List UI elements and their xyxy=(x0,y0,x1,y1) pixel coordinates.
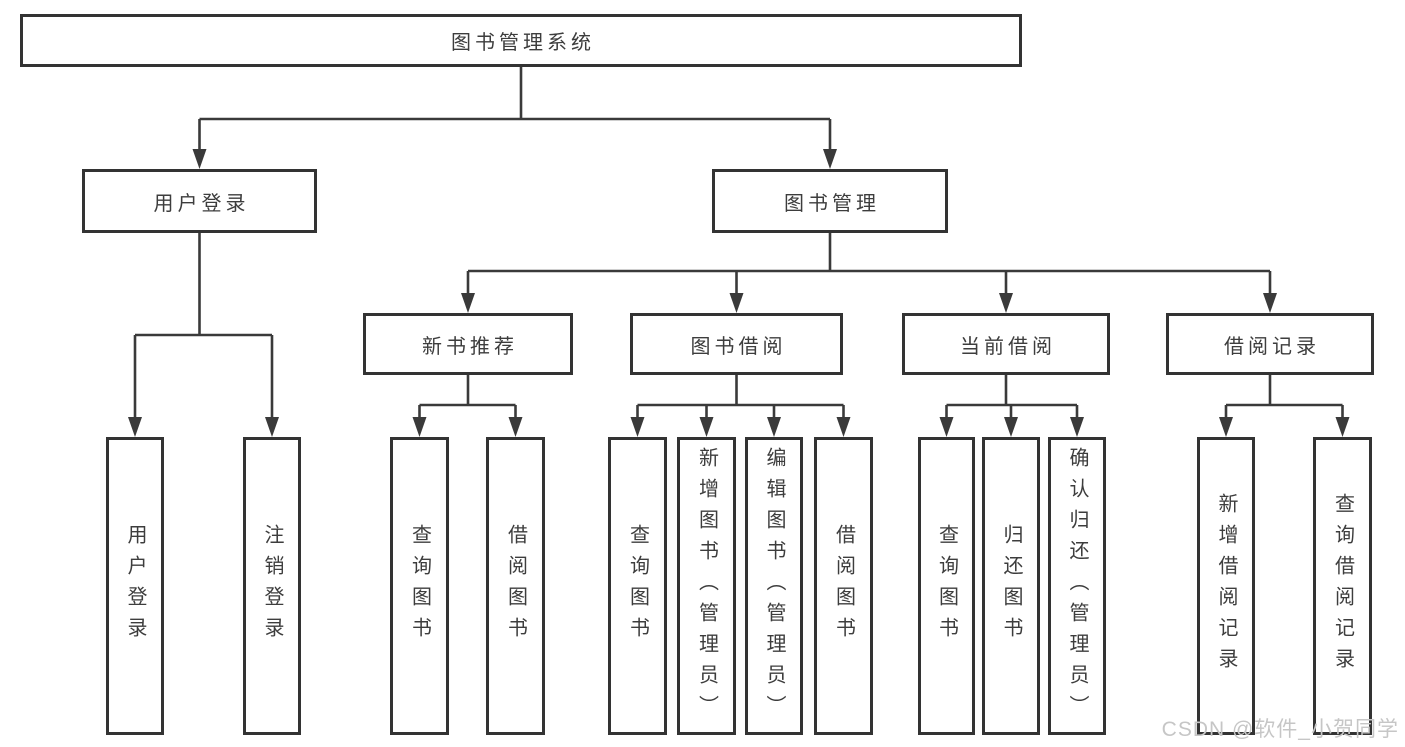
node-new-book-recommend: 新书推荐 xyxy=(363,313,573,375)
leaf-query-books-borrow: 查询图书 xyxy=(608,437,667,735)
connector-new-book-recommend-to-leaves xyxy=(412,375,523,437)
csdn-watermark: CSDN @软件_小贺同学 xyxy=(1161,718,1399,741)
node-current-borrow: 当前借阅 xyxy=(902,313,1110,375)
connector-user-login-to-leaves xyxy=(128,233,279,437)
node-book-borrow: 图书借阅 xyxy=(630,313,843,375)
leaf-return-books: 归还图书 xyxy=(982,437,1040,735)
node-root-system: 图书管理系统 xyxy=(20,14,1022,67)
leaf-borrow-books: 借阅图书 xyxy=(814,437,873,735)
leaf-logout-login: 注销登录 xyxy=(243,437,301,735)
leaf-query-books-recommend: 查询图书 xyxy=(390,437,449,735)
connector-borrow-record-to-leaves xyxy=(1219,375,1350,437)
leaf-edit-books-admin: 编辑图书（管理员） xyxy=(745,437,803,735)
node-book-management: 图书管理 xyxy=(712,169,948,233)
leaf-query-books-current: 查询图书 xyxy=(918,437,975,735)
leaf-confirm-return-admin: 确认归还（管理员） xyxy=(1048,437,1106,735)
leaf-user-login: 用户登录 xyxy=(106,437,164,735)
node-user-login: 用户登录 xyxy=(82,169,317,233)
connector-book-management-to-level3 xyxy=(461,233,1277,313)
connector-book-borrow-to-leaves xyxy=(630,375,851,437)
leaf-borrow-books-recommend: 借阅图书 xyxy=(486,437,545,735)
leaf-query-borrow-record: 查询借阅记录 xyxy=(1313,437,1372,735)
connector-root-to-level2 xyxy=(192,67,837,169)
leaf-add-books-admin: 新增图书（管理员） xyxy=(677,437,736,735)
node-borrow-record: 借阅记录 xyxy=(1166,313,1374,375)
leaf-add-borrow-record: 新增借阅记录 xyxy=(1197,437,1255,735)
connector-current-borrow-to-leaves xyxy=(939,375,1084,437)
